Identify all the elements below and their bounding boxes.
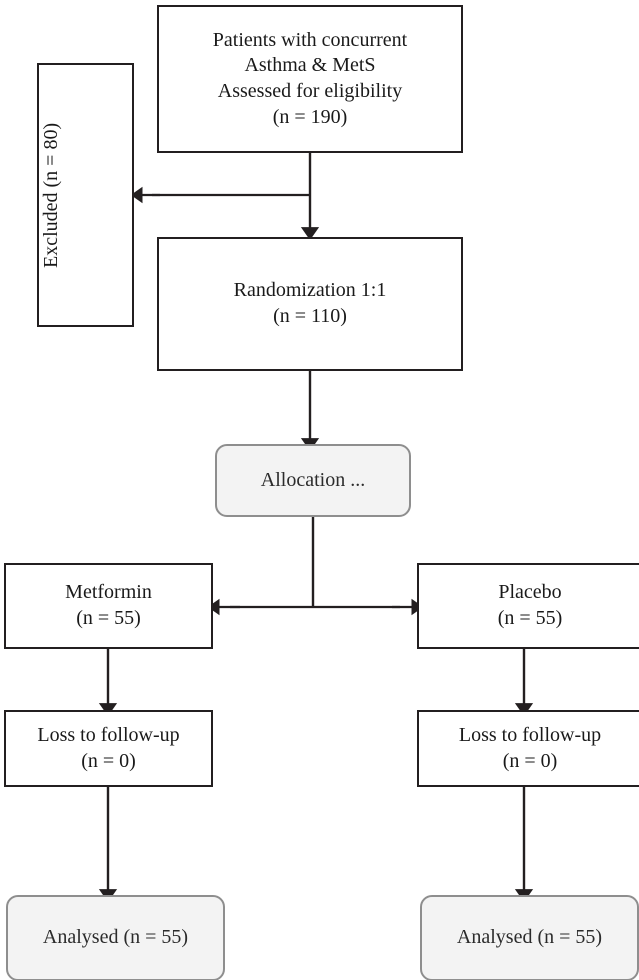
loss-right-line-1: Loss to follow-up bbox=[458, 723, 602, 746]
edge-allocation-split bbox=[207, 517, 424, 616]
node-metformin-box: Metformin (n = 55) bbox=[4, 563, 213, 649]
node-analysed-left-text: Analysed (n = 55) bbox=[8, 925, 223, 951]
excluded-line-1: Excluded (n = 80) bbox=[40, 122, 62, 268]
screening-line-2: Asthma & MetS bbox=[244, 54, 376, 77]
randomization-line-2: (n = 110) bbox=[273, 305, 347, 327]
node-screening-text: Patients with concurrent Asthma & MetS A… bbox=[159, 28, 461, 130]
screening-line-1: Patients with concurrent bbox=[212, 28, 408, 51]
node-excluded-text: Excluded (n = 80) bbox=[39, 116, 132, 273]
node-loss-to-followup-metformin-box: Loss to follow-up (n = 0) bbox=[4, 710, 213, 787]
loss-left-line-2: (n = 0) bbox=[81, 749, 136, 772]
node-screening-box: Patients with concurrent Asthma & MetS A… bbox=[157, 5, 463, 153]
analysed-left-line-1: Analysed (n = 55) bbox=[42, 926, 189, 949]
placebo-line-2: (n = 55) bbox=[497, 607, 563, 629]
loss-right-line-2: (n = 0) bbox=[502, 749, 558, 772]
node-allocation-box: Allocation ... bbox=[215, 444, 411, 517]
metformin-line-2: (n = 55) bbox=[76, 607, 141, 629]
node-loss-to-followup-placebo-box: Loss to follow-up (n = 0) bbox=[417, 710, 639, 787]
randomization-line-1: Randomization 1:1 bbox=[233, 279, 387, 302]
analysed-right-line-1: Analysed (n = 55) bbox=[456, 926, 603, 949]
screening-line-4: (n = 190) bbox=[272, 105, 348, 128]
node-allocation-text: Allocation ... bbox=[217, 468, 409, 494]
node-randomization-text: Randomization 1:1 (n = 110) bbox=[159, 278, 461, 329]
metformin-line-1: Metformin bbox=[65, 581, 152, 604]
node-loss-left-text: Loss to follow-up (n = 0) bbox=[6, 723, 211, 774]
loss-left-line-1: Loss to follow-up bbox=[37, 723, 180, 746]
node-analysed-right-text: Analysed (n = 55) bbox=[422, 925, 637, 951]
node-placebo-text: Placebo (n = 55) bbox=[419, 580, 639, 631]
node-placebo-box: Placebo (n = 55) bbox=[417, 563, 639, 649]
node-analysed-placebo-box: Analysed (n = 55) bbox=[420, 895, 639, 980]
allocation-line-1: Allocation ... bbox=[260, 468, 366, 491]
placebo-line-1: Placebo bbox=[498, 581, 562, 604]
node-randomization-box: Randomization 1:1 (n = 110) bbox=[157, 237, 463, 371]
node-metformin-text: Metformin (n = 55) bbox=[6, 580, 211, 631]
screening-line-3: Assessed for eligibility bbox=[217, 80, 403, 102]
node-excluded-box: Excluded (n = 80) bbox=[37, 63, 134, 327]
node-analysed-metformin-box: Analysed (n = 55) bbox=[6, 895, 225, 980]
node-loss-right-text: Loss to follow-up (n = 0) bbox=[419, 723, 639, 774]
